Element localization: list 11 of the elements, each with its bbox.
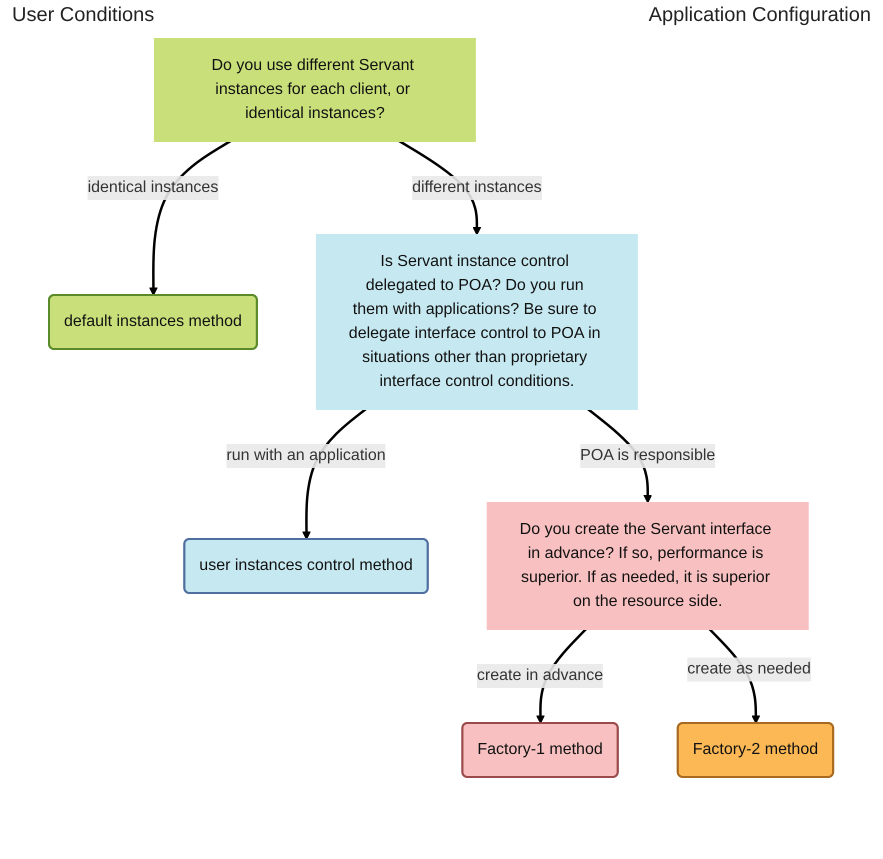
- edge-label: run with an application: [226, 446, 386, 464]
- node-box: Do you use different Servant instances for each client, or identical instances?: [154, 38, 476, 142]
- edge-label: create as needed: [688, 660, 812, 678]
- column-heading: Application Configuration: [648, 4, 871, 27]
- edge-label: POA is responsible: [580, 446, 716, 464]
- node-box: Is Servant instance control delegated to POA? Do you run them with applications? Be sure to delegate interface control to POA in situations other than proprietary interface control conditions.: [316, 234, 638, 410]
- edge-label: identical instances: [88, 178, 219, 196]
- edge-label: create in advance: [477, 666, 604, 684]
- edge-label: different instances: [412, 178, 542, 196]
- column-heading: User Conditions: [12, 4, 154, 27]
- node-box: Do you create the Servant interface in advance? If so, performance is superior. If as needed, it is superior on the resource side.: [487, 502, 810, 630]
